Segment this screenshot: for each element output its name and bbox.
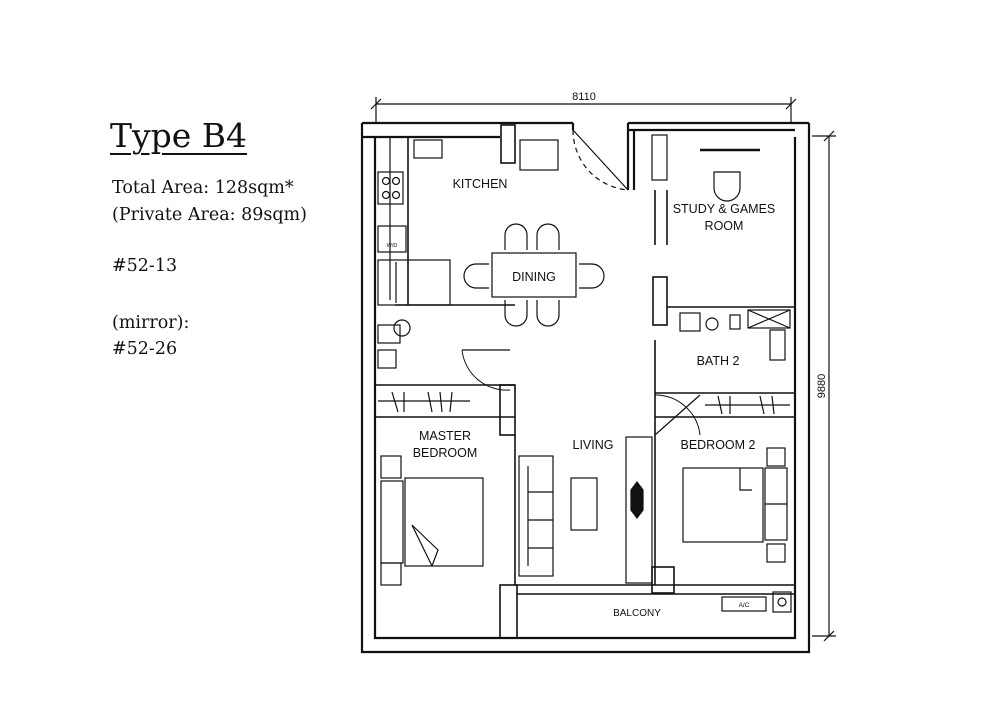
study-label-line1: STUDY & GAMES (673, 202, 776, 216)
exterior-walls (360, 121, 811, 654)
bedroom2-label: BEDROOM 2 (680, 438, 755, 452)
plan-title: Type B4 (110, 116, 248, 155)
unit-number: #52-13 (112, 256, 178, 276)
study-desk (651, 134, 760, 202)
tv-console (625, 436, 653, 584)
master-wardrobe (378, 391, 470, 413)
ac-unit (721, 591, 792, 613)
bedroom2-door (654, 394, 701, 436)
depth-dimension-label: 9880 (816, 374, 828, 398)
bedroom2-wardrobe (705, 395, 790, 415)
master-bedroom-label-line2: BEDROOM (413, 446, 478, 460)
study-label-line2: ROOM (705, 219, 744, 233)
master-bed (380, 455, 484, 586)
private-area: (Private Area: 89sqm) (112, 205, 307, 225)
balcony-label: BALCONY (613, 608, 661, 619)
master-bedroom-label-line1: MASTER (419, 429, 471, 443)
master-door (461, 349, 511, 391)
bedroom2-bed (682, 447, 788, 563)
entry-door (572, 129, 629, 191)
master-bath-fixtures (377, 319, 411, 369)
mirror-label: (mirror): (112, 313, 190, 333)
bath2-fixtures (679, 309, 791, 361)
mirror-unit-number: #52-26 (112, 339, 178, 359)
depth-dimension-line (812, 130, 836, 642)
total-area: Total Area: 128sqm* (112, 178, 294, 198)
width-dimension-line (370, 97, 797, 123)
kitchen-counter (377, 137, 559, 306)
dining-label: DINING (512, 270, 556, 284)
dining-table (491, 252, 577, 298)
coffee-table (570, 477, 598, 531)
ac-label: A/C (739, 602, 750, 609)
dining-chairs (463, 223, 605, 327)
bath2-label: BATH 2 (697, 354, 740, 368)
living-label: LIVING (573, 438, 614, 452)
width-dimension-label: 8110 (572, 91, 596, 103)
living-sofa (518, 455, 554, 577)
kitchen-label: KITCHEN (453, 177, 508, 191)
washer-dryer-label: W/D (387, 243, 398, 249)
